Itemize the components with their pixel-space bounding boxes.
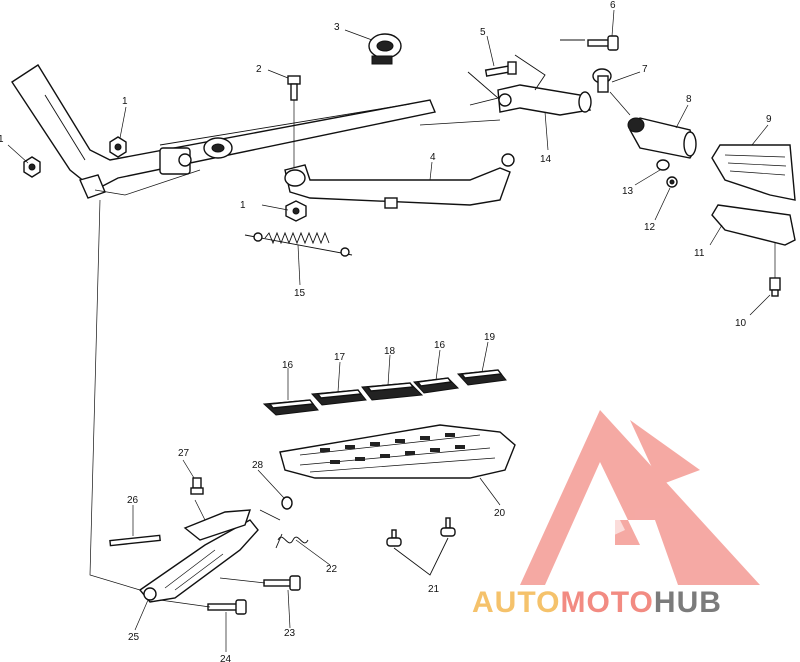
callout-21: 21 [428, 584, 440, 595]
pin-part-26 [109, 534, 161, 547]
callout-20: 20 [494, 508, 506, 519]
callout-12: 12 [644, 222, 656, 233]
leader-21 [393, 537, 449, 576]
callout-16b: 16 [434, 340, 446, 351]
watermark-logo-icon [520, 410, 760, 585]
frame-tube [11, 64, 436, 199]
floorboard-pad-part-16a [262, 399, 319, 416]
screw-part-21b [440, 517, 456, 537]
callout-23: 23 [284, 628, 296, 639]
floorboard-pad-part-17 [310, 389, 367, 406]
spring-part-22 [275, 533, 309, 549]
callout-27: 27 [178, 448, 190, 459]
callout-15: 15 [294, 288, 306, 299]
callout-5: 5 [480, 27, 486, 38]
bolt-part-5 [484, 61, 517, 77]
assembly-lines [89, 91, 631, 608]
callout-8: 8 [686, 94, 692, 105]
callout-14: 14 [540, 154, 552, 165]
bolt-part-24 [207, 599, 247, 615]
callout-1b: 1 [122, 96, 128, 107]
callout-13: 13 [622, 186, 634, 197]
nut-part-1b [109, 136, 127, 158]
clip-part-12 [666, 176, 678, 188]
bolt-part-6 [587, 35, 619, 51]
kickstand-part-4 [284, 153, 515, 209]
callout-17: 17 [334, 352, 346, 363]
screw-part-21a [386, 529, 402, 547]
guard-plate-part-11 [711, 204, 796, 246]
callout-2: 2 [256, 64, 262, 75]
callout-7: 7 [642, 64, 648, 75]
callout-4: 4 [430, 152, 436, 163]
footpeg-bracket-part-14 [467, 39, 592, 116]
footpeg-part-8 [627, 117, 697, 159]
pin-part-7 [592, 68, 612, 93]
callout-10: 10 [735, 318, 747, 329]
callout-3: 3 [334, 22, 340, 33]
floorboard-pad-part-18 [361, 382, 424, 401]
watermark-hub: HUB [654, 586, 722, 619]
watermark-moto: MOTO [560, 586, 653, 619]
callout-28: 28 [252, 460, 264, 471]
callout-1c: 1 [240, 200, 246, 211]
bolt-part-10 [769, 240, 781, 297]
callout-18: 18 [384, 346, 396, 357]
callout-26: 26 [127, 495, 139, 506]
washer-part-13 [656, 159, 670, 171]
washer-part-28 [281, 496, 293, 510]
grease-fitting-part-27 [190, 477, 204, 495]
footpeg-rubber-part-9 [711, 144, 796, 201]
callout-19: 19 [484, 332, 496, 343]
nut-part-1a [23, 156, 41, 178]
floorboard-bracket-part-25 [138, 509, 259, 603]
bolt-part-23 [263, 575, 301, 591]
clamp-part-3 [368, 33, 402, 65]
callout-16a: 16 [282, 360, 294, 371]
floorboard-part-20 [279, 424, 516, 479]
callout-6: 6 [610, 0, 616, 11]
callout-11: 11 [694, 248, 705, 259]
nut-part-1c [285, 200, 307, 222]
callout-25: 25 [128, 632, 140, 643]
callout-1a: 1 [0, 134, 4, 145]
watermark-auto: AUTO [472, 586, 560, 619]
callout-9: 9 [766, 114, 772, 125]
bolt-part-2 [287, 75, 301, 170]
floorboard-pad-part-19 [456, 369, 507, 386]
leader-lines [7, 9, 771, 652]
callout-22: 22 [326, 564, 338, 575]
svg-text:AUTOMOTOHUB: AUTOMOTOHUB [472, 586, 722, 619]
floorboard-pad-part-16b [412, 377, 460, 394]
callout-24: 24 [220, 654, 232, 662]
spring-part-15 [244, 231, 353, 257]
callout-labels: 1 1 1 2 3 4 5 6 7 8 9 10 11 12 13 14 15 … [0, 0, 772, 662]
watermark-text: AUTOMOTOHUB [472, 586, 722, 619]
